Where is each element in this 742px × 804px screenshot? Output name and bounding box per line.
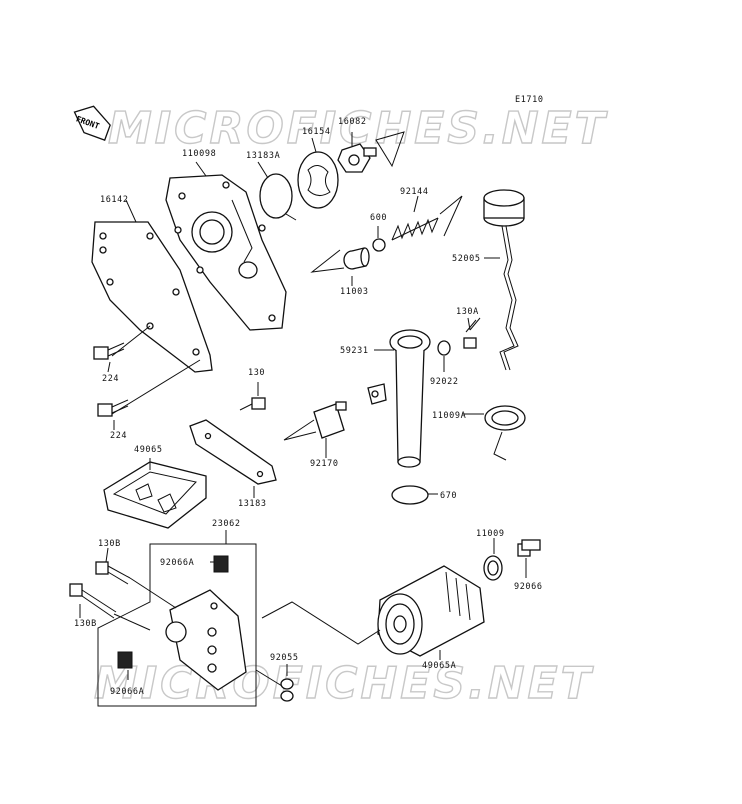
label-92055: 92055 <box>270 653 299 663</box>
plate-13183 <box>189 419 277 485</box>
label-16154: 16154 <box>302 127 331 137</box>
bolt-130A <box>463 317 481 349</box>
label-13183A: 13183A <box>246 151 280 161</box>
shaft-16082 <box>337 143 377 173</box>
label-110098: 110098 <box>182 149 216 159</box>
gasket-13183A <box>259 173 297 221</box>
plug-92066A-upper <box>213 555 229 573</box>
label-92066: 92066 <box>514 582 543 592</box>
bolt-130 <box>239 397 266 411</box>
label-59231: 59231 <box>340 346 369 356</box>
screen-49065 <box>103 461 207 529</box>
bolt-224-upper <box>93 342 125 360</box>
label-670: 670 <box>440 491 457 501</box>
dipstick-52005 <box>483 189 525 371</box>
bracket-92170 <box>313 401 347 439</box>
label-130: 130 <box>248 368 265 378</box>
o-ring-11009 <box>483 555 503 581</box>
o-ring-11009A <box>484 405 526 431</box>
plate-110098 <box>165 174 287 331</box>
valve-11003 <box>343 247 370 270</box>
label-130B-upper: 130B <box>98 539 121 549</box>
label-224-lower: 224 <box>110 431 127 441</box>
label-92170: 92170 <box>310 459 339 469</box>
label-16082: 16082 <box>338 117 367 127</box>
label-224-upper: 224 <box>102 374 119 384</box>
watermark-bottom: MICROFICHES.NET <box>94 658 594 709</box>
label-11009A: 11009A <box>432 411 466 421</box>
label-130B-lower: 130B <box>74 619 97 629</box>
label-92066A-upper: 92066A <box>160 558 194 568</box>
bolt-130B-upper <box>95 561 131 585</box>
label-600: 600 <box>370 213 387 223</box>
label-92066A-lower: 92066A <box>110 687 144 697</box>
label-52005: 52005 <box>452 254 481 264</box>
bolt-130B-lower <box>69 583 117 619</box>
label-11003: 11003 <box>340 287 369 297</box>
ball-600 <box>372 238 386 252</box>
plug-92066 <box>517 539 541 557</box>
label-23062: 23062 <box>212 519 241 529</box>
washer-92022 <box>437 340 451 356</box>
gasket-16142 <box>91 221 213 373</box>
plug-92066A-lower <box>117 651 133 669</box>
diagram-code: E1710 <box>515 95 544 105</box>
oil-filter-49065A <box>377 565 485 657</box>
label-13183: 13183 <box>238 499 267 509</box>
filler-tube-59231 <box>367 329 431 468</box>
pump-housing <box>165 589 247 691</box>
label-130A: 130A <box>456 307 479 317</box>
label-11009: 11009 <box>476 529 505 539</box>
rotor-16154 <box>297 151 339 209</box>
label-49065: 49065 <box>134 445 163 455</box>
label-92022: 92022 <box>430 377 459 387</box>
leader-lines <box>79 131 527 687</box>
pump-box-23062 <box>97 543 257 707</box>
label-16142: 16142 <box>100 195 129 205</box>
o-ring-670 <box>391 485 429 505</box>
label-92144: 92144 <box>400 187 429 197</box>
spring-92144 <box>391 217 439 241</box>
label-49065A: 49065A <box>422 661 456 671</box>
o-ring-92055 <box>280 678 294 702</box>
front-arrow-icon: FRONT <box>73 105 111 141</box>
